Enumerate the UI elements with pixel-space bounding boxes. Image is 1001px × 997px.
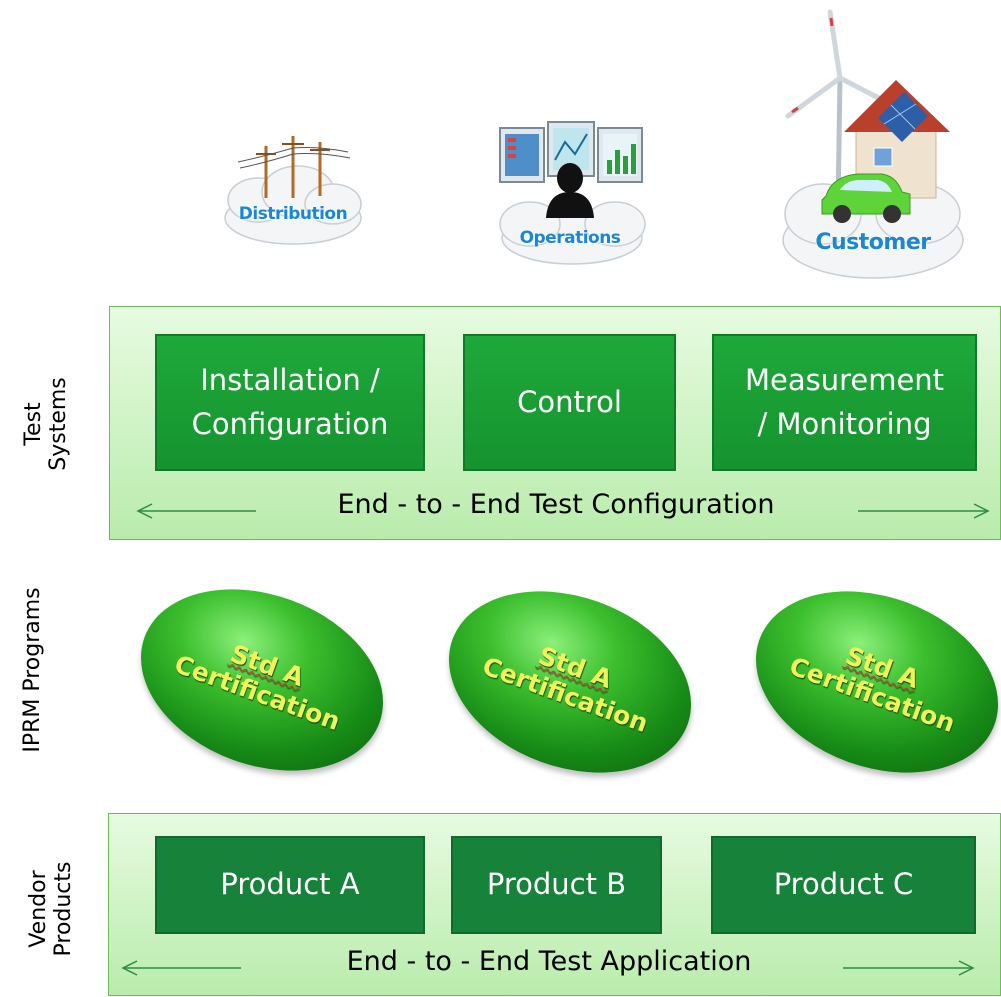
end-to-end-test-configuration-label: End - to - End Test Configuration	[337, 489, 775, 520]
customer-label: Customer	[815, 230, 931, 255]
iprm-programs-side-label: IPRM Programs	[20, 587, 45, 753]
vendor-products-panel: Product A Product B Product C End - to -…	[108, 813, 1001, 996]
house-turbine-car-icon	[782, 9, 964, 279]
right-arrow-icon	[843, 960, 975, 976]
vendor-products-side-label: Vendor Products	[26, 861, 77, 957]
distribution-cloud: Distribution	[218, 118, 368, 258]
installation-configuration-block: Installation / Configuration	[155, 334, 425, 471]
power-line-icon	[224, 136, 362, 245]
std-a-certification-2: Std A Certification	[423, 559, 717, 805]
left-arrow-icon	[121, 960, 241, 976]
test-systems-side-label: Test Systems	[21, 377, 72, 471]
test-systems-panel: Installation / Configuration Control Mea…	[109, 306, 1001, 540]
operations-label: Operations	[519, 228, 621, 248]
end-to-end-test-application-label: End - to - End Test Application	[346, 946, 752, 977]
right-arrow-icon	[858, 503, 990, 519]
product-c-block: Product C	[711, 836, 976, 934]
operations-cloud: Operations	[490, 120, 650, 270]
std-a-certification-1: Std A Certification	[115, 557, 409, 803]
control-block: Control	[463, 334, 676, 471]
measurement-monitoring-block: Measurement / Monitoring	[712, 334, 977, 471]
operator-monitors-icon	[499, 121, 646, 265]
left-arrow-icon	[136, 503, 256, 519]
distribution-label: Distribution	[238, 204, 348, 224]
std-a-certification-3: Std A Certification	[730, 559, 1001, 805]
customer-cloud: Customer	[778, 8, 968, 288]
product-b-block: Product B	[451, 836, 662, 934]
product-a-block: Product A	[155, 836, 425, 934]
